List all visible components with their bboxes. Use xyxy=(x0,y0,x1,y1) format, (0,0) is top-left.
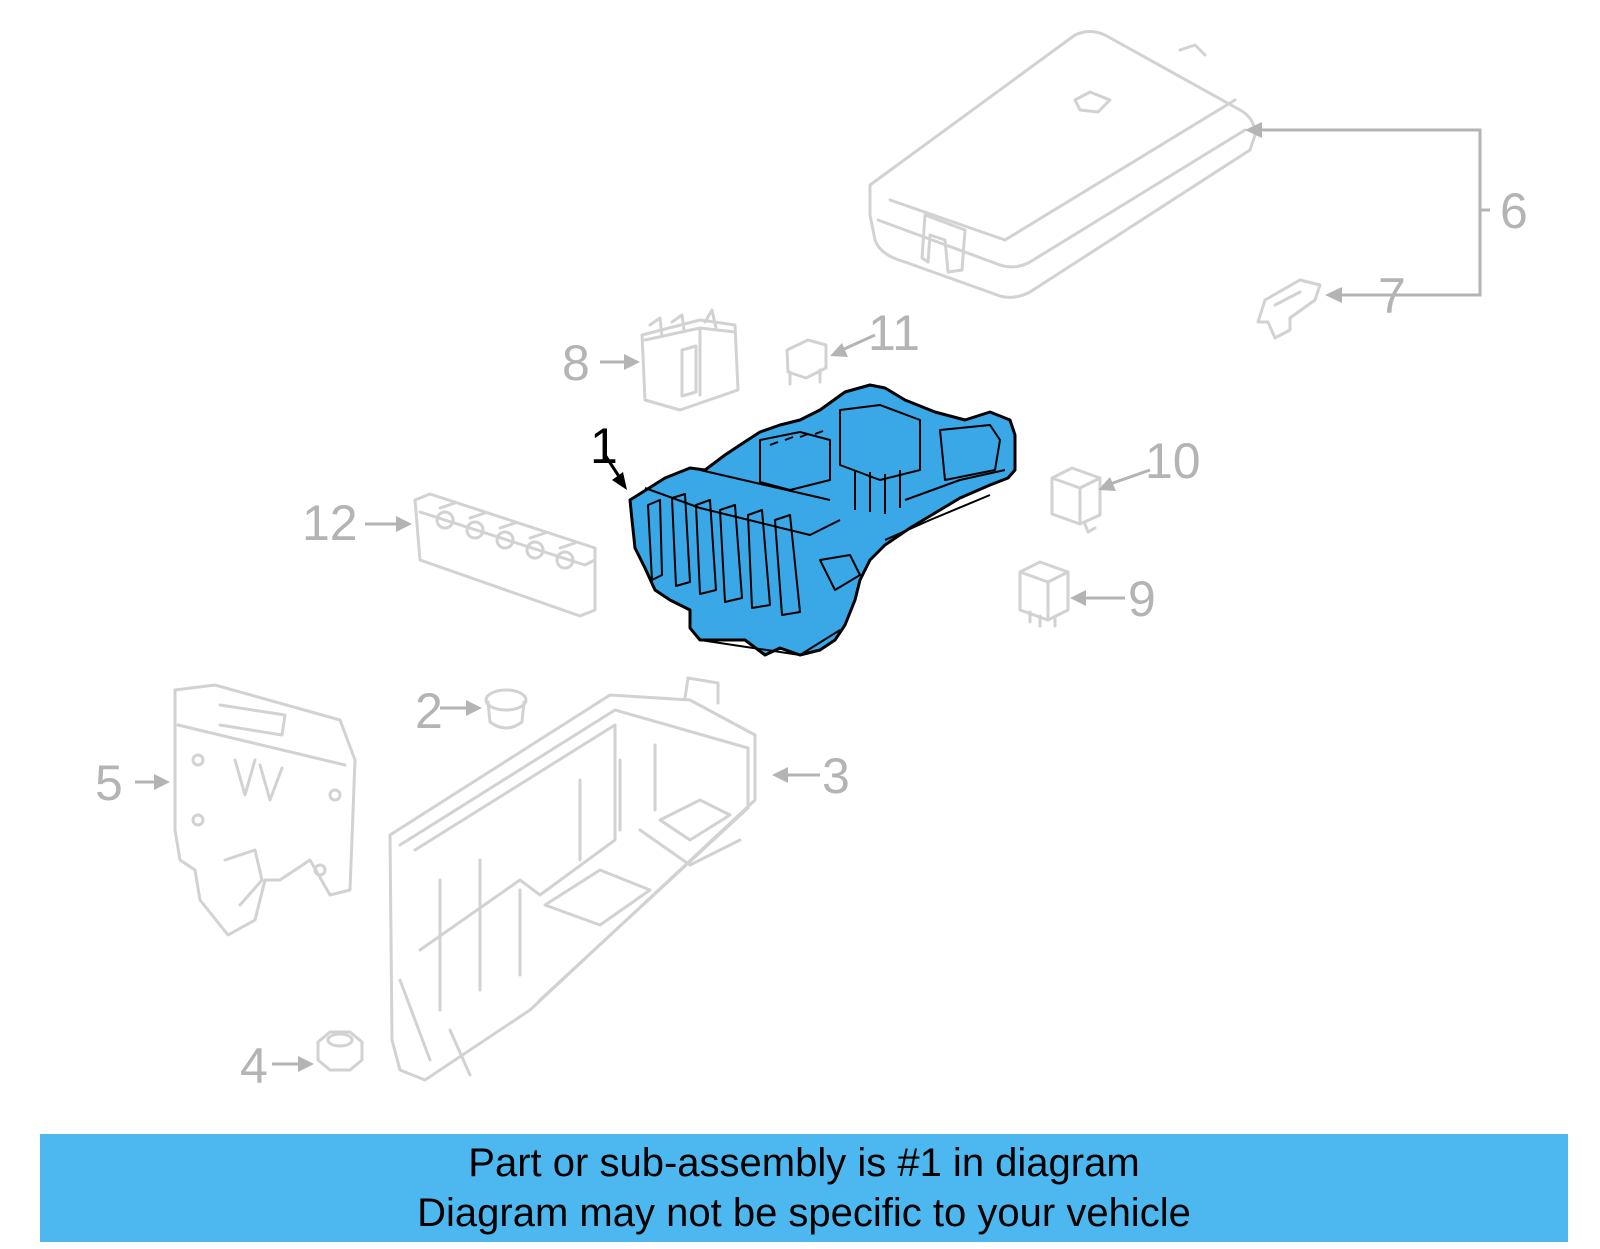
part-10-fuse xyxy=(1050,466,1102,534)
part-12-fuse-strip xyxy=(413,492,597,618)
callout-4: 4 xyxy=(240,1038,268,1094)
banner-line-disclaimer: Diagram may not be specific to your vehi… xyxy=(417,1191,1191,1235)
part-2-grommet xyxy=(484,688,528,730)
callout-7: 7 xyxy=(1378,268,1406,324)
part-3-tray xyxy=(388,676,757,1082)
part-8-relay-block xyxy=(640,308,740,412)
callout-8: 8 xyxy=(562,335,590,391)
part-11-fuse xyxy=(785,338,828,386)
callout-5: 5 xyxy=(95,755,123,811)
part-7-clip xyxy=(1256,278,1322,340)
callout-3: 3 xyxy=(822,748,850,804)
info-banner: Part or sub-assembly is #1 in diagram Di… xyxy=(40,1134,1568,1242)
callout-11: 11 xyxy=(868,305,920,361)
callout-9: 9 xyxy=(1128,571,1156,627)
callout-2: 2 xyxy=(415,683,443,739)
part-6-cover xyxy=(868,30,1257,299)
part-9-relay xyxy=(1018,560,1070,628)
callout-6: 6 xyxy=(1500,183,1528,239)
part-1-junction-block xyxy=(628,383,1017,657)
callout-10: 10 xyxy=(1145,433,1201,489)
banner-line-part-info: Part or sub-assembly is #1 in diagram xyxy=(468,1141,1140,1185)
callout-1: 1 xyxy=(590,418,618,474)
callout-12: 12 xyxy=(302,495,358,551)
leader-lines xyxy=(135,122,1490,1072)
part-4-nut xyxy=(316,1030,364,1072)
part-5-bracket xyxy=(173,683,357,937)
